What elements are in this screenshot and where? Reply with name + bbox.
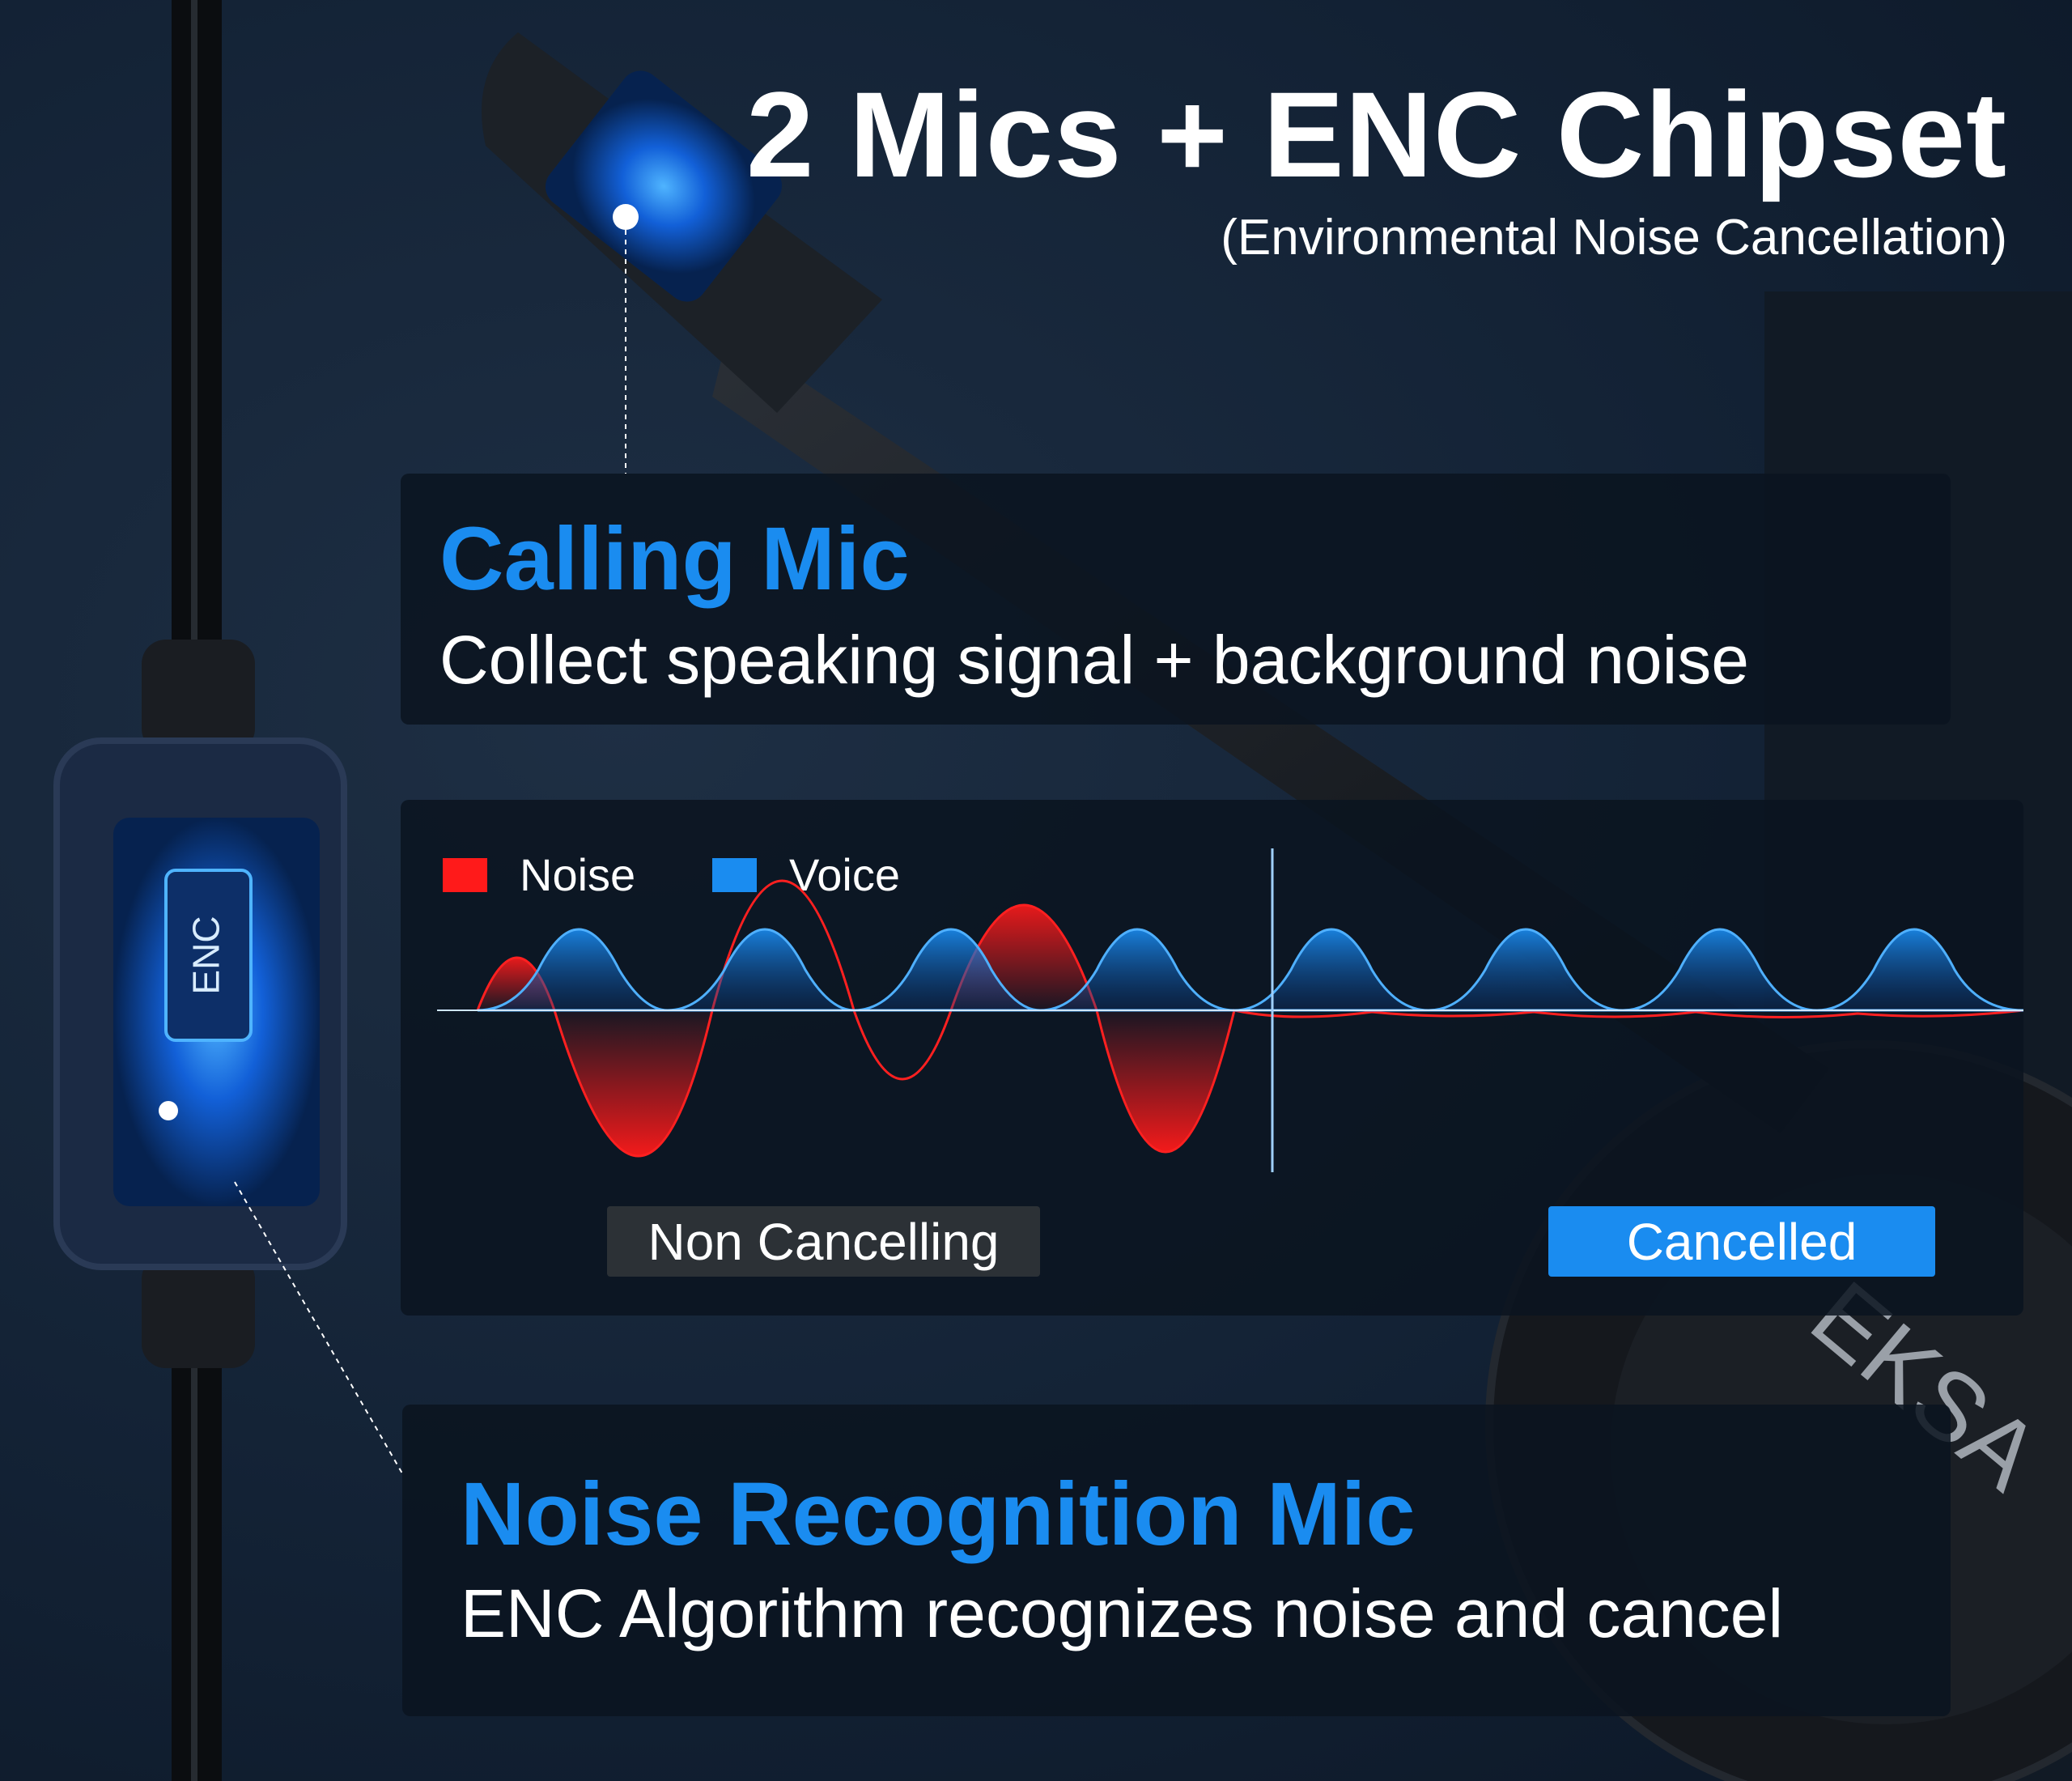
calling-mic-description: Collect speaking signal + background noi… [439, 622, 1750, 698]
mic-chip [545, 70, 783, 302]
noise-recognition-card: Noise Recognition Mic ENC Algorithm reco… [402, 1405, 1951, 1716]
noise-mic-description: ENC Algorithm recognizes noise and cance… [461, 1575, 1784, 1651]
enc-chip [164, 869, 253, 1042]
calling-mic-title: Calling Mic [439, 509, 910, 609]
legend-voice-label: Voice [789, 849, 900, 900]
page-title: 2 Mics + ENC Chipset [746, 66, 2007, 202]
cable-clip-bottom [142, 1255, 255, 1368]
waveform-panel: Noise Voice Non [401, 800, 2023, 1316]
cancelled-label: Cancelled [1548, 1206, 1935, 1277]
calling-mic-dot [613, 204, 639, 230]
noise-wave-line [476, 879, 2023, 1158]
legend-voice-swatch [712, 857, 757, 892]
noise-mic-dot [159, 1101, 178, 1120]
cable-clip-top [142, 640, 255, 753]
legend-voice: Voice [712, 848, 900, 901]
noise-mic-pointer [234, 1181, 403, 1474]
noise-mic-title: Noise Recognition Mic [461, 1464, 1416, 1564]
waveform-graphic [437, 848, 2023, 1172]
non-cancelling-label: Non Cancelling [607, 1206, 1040, 1277]
voice-wave [477, 928, 2023, 1012]
calling-mic-card: Calling Mic Collect speaking signal + ba… [401, 474, 1951, 725]
enc-chip-label: ENC [185, 916, 227, 995]
noise-wave-fill [554, 1010, 712, 1156]
legend-noise: Noise [443, 848, 635, 901]
legend-noise-label: Noise [520, 849, 636, 900]
legend-noise-swatch [443, 857, 487, 892]
page-subtitle: (Environmental Noise Cancellation) [1221, 210, 2007, 266]
